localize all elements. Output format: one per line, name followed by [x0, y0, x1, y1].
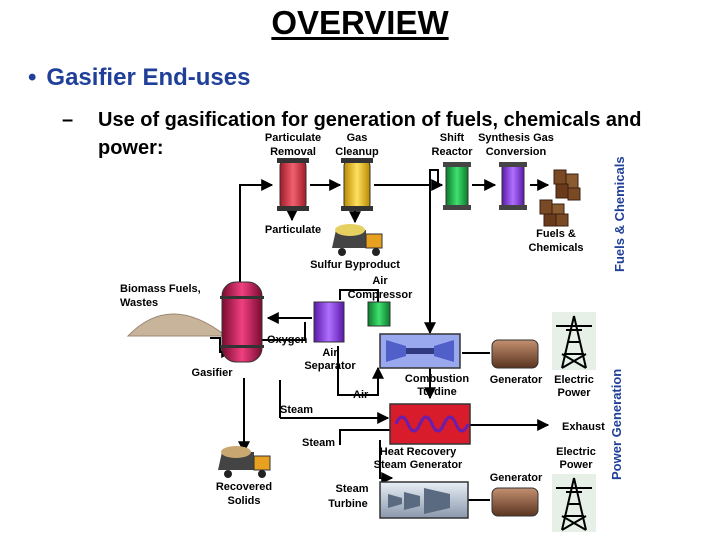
air-compressor-unit: [367, 301, 391, 327]
label-hrsg-2: Steam Generator: [374, 459, 463, 471]
sub-bullet: – Use of gasification for generation of …: [62, 106, 712, 162]
label-generator-top: Generator: [490, 374, 543, 386]
air-separator-unit: [313, 301, 345, 343]
label-fuels-chemicals-2: Chemicals: [528, 242, 583, 254]
steam-turbine: [379, 481, 469, 519]
label-oxygen: Oxygen: [267, 334, 308, 346]
label-shift-reactor-1: Shift: [440, 132, 465, 144]
particulate-removal-vessel: [277, 158, 309, 211]
label-gas-cleanup-2: Cleanup: [335, 146, 379, 158]
label-particulate-removal-1: Particulate: [265, 132, 321, 144]
label-air-compressor-1: Air: [372, 275, 388, 287]
transmission-tower-icon: [552, 312, 596, 370]
side-label-fuels-chemicals: Fuels & Chemicals: [612, 156, 627, 272]
label-air-separator-2: Separator: [304, 360, 356, 372]
label-gasifier: Gasifier: [192, 367, 234, 379]
dump-truck-icon-solids: [218, 446, 271, 478]
label-steam-2: Steam: [302, 437, 335, 449]
combustion-turbine: [379, 333, 461, 369]
gasifier-vessel: [220, 281, 264, 363]
slide-title: OVERVIEW: [271, 4, 449, 41]
label-synthesis-gas-1: Synthesis Gas: [478, 132, 554, 144]
gas-cleanup-vessel: [341, 158, 373, 211]
dump-truck-icon: [332, 224, 383, 256]
label-air: Air: [353, 389, 369, 401]
label-electric-power-bottom-1: Electric: [556, 446, 596, 458]
label-generator-bottom: Generator: [490, 472, 543, 484]
label-electric-power-top-2: Power: [557, 387, 591, 399]
transmission-tower-icon-bottom: [552, 474, 596, 532]
bullet-gasifier-end-uses: • Gasifier End-uses: [28, 64, 250, 92]
heat-recovery-steam-generator: [389, 403, 471, 445]
sub-bullet-text: Use of gasification for generation of fu…: [98, 109, 642, 159]
label-synthesis-gas-2: Conversion: [486, 146, 547, 158]
synthesis-gas-conversion-vessel: [499, 162, 527, 210]
label-fuels-chemicals-1: Fuels &: [536, 228, 576, 240]
label-recovered-solids-2: Solids: [227, 495, 260, 507]
label-sulfur-byproduct: Sulfur Byproduct: [310, 259, 400, 271]
label-gas-cleanup-1: Gas: [347, 132, 368, 144]
label-particulate-removal-2: Removal: [270, 146, 316, 158]
label-air-separator-1: Air: [322, 347, 338, 359]
label-combustion-turbine-1: Combustion: [405, 373, 469, 385]
sub-bullet-dash: –: [62, 109, 74, 131]
label-recovered-solids-1: Recovered: [216, 481, 272, 493]
label-electric-power-bottom-2: Power: [559, 459, 593, 471]
label-steam-turbine-1: Steam: [335, 483, 368, 495]
label-biomass-2: Wastes: [120, 297, 158, 309]
generator-bottom: [491, 487, 539, 517]
label-combustion-turbine-2: Turdine: [417, 386, 457, 398]
diagram-labels: Particulate Removal Gas Cleanup Shift Re…: [120, 132, 605, 510]
label-exhaust: Exhaust: [562, 421, 605, 433]
label-air-compressor-2: Compressor: [348, 289, 414, 301]
label-steam-1: Steam: [280, 404, 313, 416]
generator-top: [491, 339, 539, 369]
side-label-power-generation: Power Generation: [609, 369, 624, 480]
label-electric-power-top-1: Electric: [554, 374, 594, 386]
label-particulate: Particulate: [265, 224, 321, 236]
label-shift-reactor-2: Reactor: [432, 146, 474, 158]
biomass-pile-icon: [126, 313, 228, 337]
label-steam-turbine-2: Turbine: [328, 498, 368, 510]
label-hrsg-1: Heat Recovery: [380, 446, 457, 458]
barrel-icon: [539, 169, 581, 227]
bullet-glyph: •: [28, 64, 37, 91]
bullet-text: Gasifier End-uses: [46, 64, 251, 91]
shift-reactor-vessel: [443, 162, 471, 210]
label-biomass-1: Biomass Fuels,: [120, 283, 201, 295]
